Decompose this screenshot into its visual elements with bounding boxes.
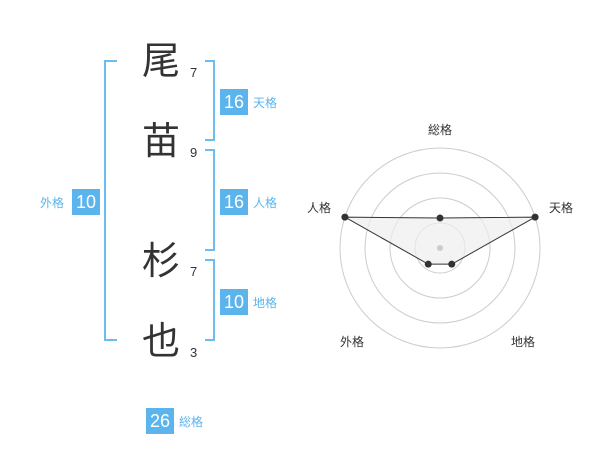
radar-center-dot: [437, 245, 443, 251]
stroke-count-4: 3: [190, 345, 198, 360]
radar-polygon: [344, 216, 536, 265]
radar-axis-label-soukaku: 総格: [428, 123, 453, 137]
chikaku-value: 10: [220, 289, 248, 315]
name-char-3: 杉: [142, 239, 181, 283]
name-char-2: 苗: [142, 119, 181, 163]
radar-point: [448, 260, 456, 268]
radar-ring: [364, 172, 516, 324]
radar-point: [436, 214, 444, 222]
radar-axis-label-jinkaku: 人格: [307, 201, 332, 215]
stroke-count-2: 9: [190, 145, 198, 160]
chikaku-bracket: [205, 259, 215, 341]
gaikaku-value: 10: [72, 189, 100, 215]
radar-ring: [389, 197, 491, 299]
radar-point: [424, 260, 432, 268]
radar-axis-label-gaikaku: 外格: [340, 335, 365, 349]
radar-axis-label-tenkaku: 天格: [549, 201, 574, 215]
chikaku-label: 地格: [253, 296, 278, 310]
gaikaku-bracket: [104, 60, 117, 341]
radar-axis-label-chikaku: 地格: [511, 335, 536, 349]
jinkaku-bracket: [205, 149, 215, 251]
name-char-4: 也: [142, 319, 181, 363]
tenkaku-value: 16: [220, 89, 248, 115]
soukaku-value: 26: [146, 408, 174, 434]
stroke-count-3: 7: [190, 264, 198, 279]
tenkaku-label: 天格: [253, 96, 278, 110]
jinkaku-value: 16: [220, 189, 248, 215]
tenkaku-bracket: [205, 60, 215, 141]
radar-ring: [339, 147, 541, 349]
radar-point: [341, 213, 349, 221]
soukaku-label: 総格: [179, 415, 204, 429]
jinkaku-label: 人格: [253, 196, 278, 210]
radar-point: [531, 213, 539, 221]
name-char-1: 尾: [142, 39, 181, 83]
stroke-count-1: 7: [190, 65, 198, 80]
gaikaku-label: 外格: [40, 196, 65, 210]
